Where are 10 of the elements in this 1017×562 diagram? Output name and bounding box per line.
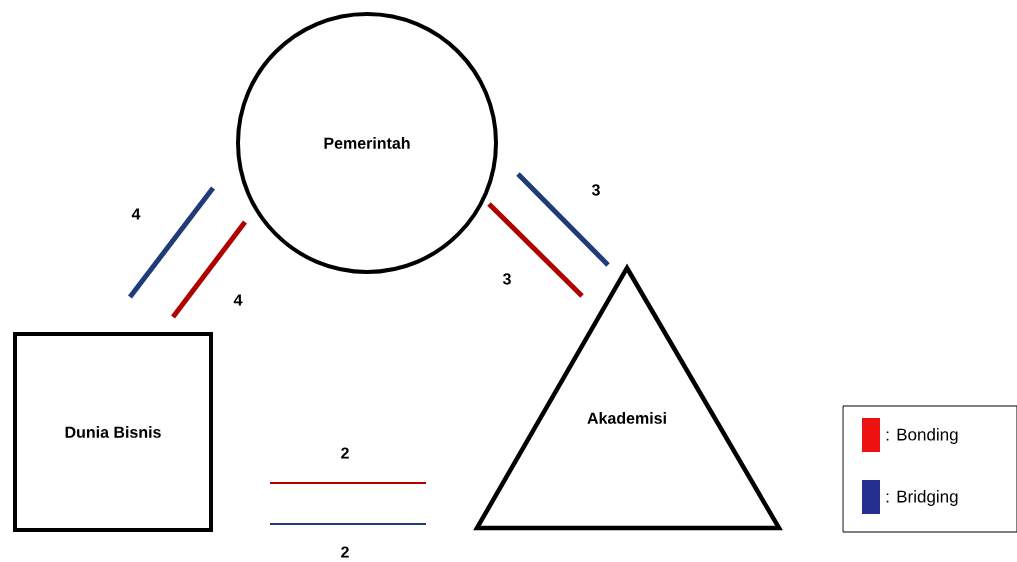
value-label: 3	[591, 184, 600, 196]
legend-label: : Bridging	[886, 490, 958, 506]
legend-label: : Bonding	[886, 428, 958, 444]
value-label: 3	[502, 273, 511, 285]
value-label: 4	[233, 294, 243, 306]
value-label: 4	[131, 208, 141, 220]
box-node: Dunia Bisnis	[13, 332, 213, 532]
value-label: 2	[341, 447, 349, 459]
circle-node: Pemerintah	[236, 12, 498, 274]
value-label: 2	[341, 546, 349, 558]
